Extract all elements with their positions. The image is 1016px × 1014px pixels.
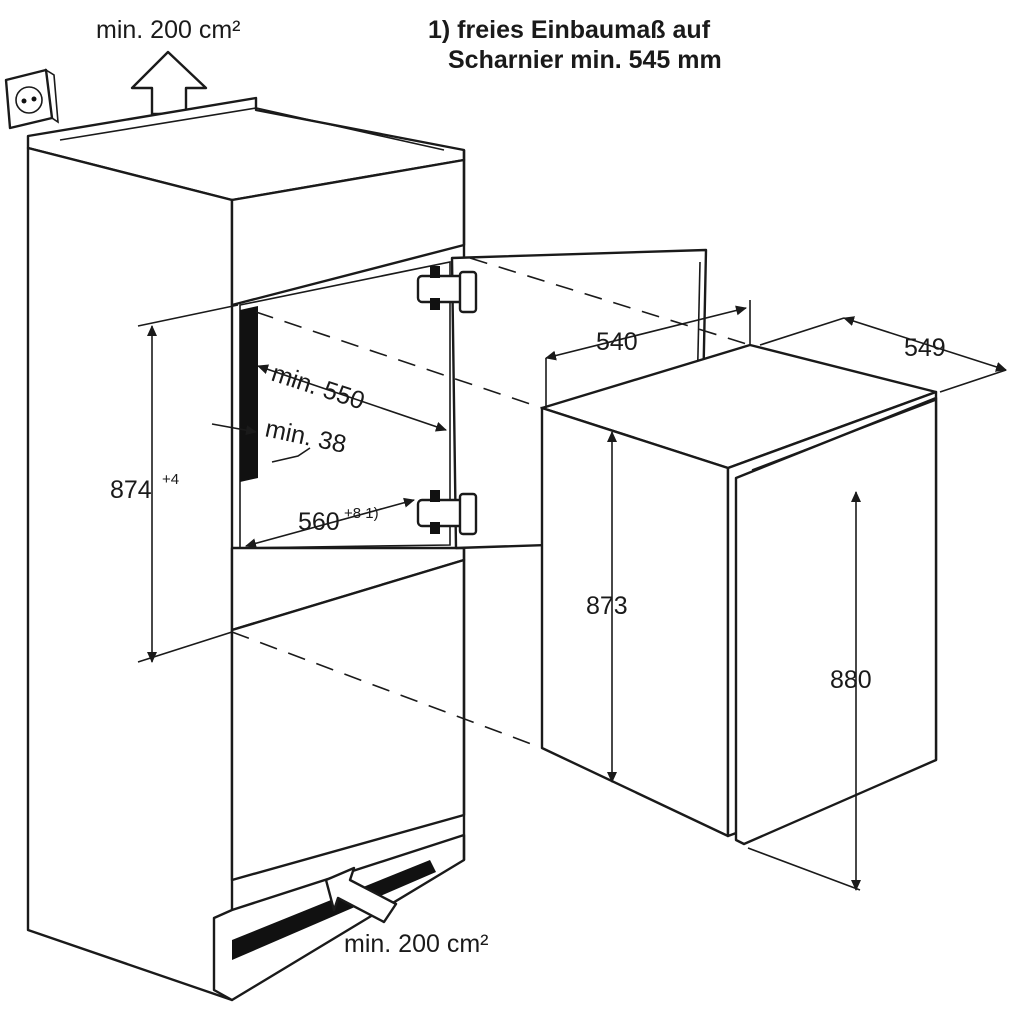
- gap-depth-label: min. 38: [263, 414, 349, 458]
- appliance: [540, 343, 938, 846]
- niche-height-tolerance: +4: [162, 471, 179, 488]
- appliance-width-label: 540: [596, 328, 638, 356]
- vent-bottom-label: min. 200 cm²: [344, 930, 488, 958]
- socket-icon: [4, 68, 59, 130]
- niche-width-label: 560: [298, 508, 340, 536]
- arrow-in-icon: [324, 866, 398, 924]
- footnote-line-2: Scharnier min. 545 mm: [448, 46, 722, 74]
- hinge-icon: [416, 266, 478, 314]
- footnote-line-1: 1) freies Einbaumaß auf: [428, 16, 711, 44]
- appliance-depth-label: 549: [904, 334, 946, 362]
- door-height-label: 880: [830, 666, 872, 694]
- appliance-height-label: 873: [586, 592, 628, 620]
- vent-top-label: min. 200 cm²: [96, 16, 240, 44]
- arrow-up-icon: [130, 50, 208, 116]
- hinge-icon-lower: [416, 490, 478, 536]
- dimension-lines: [137, 300, 1007, 891]
- niche-depth-label: min. 550: [268, 359, 368, 415]
- niche-height-label: 874: [110, 476, 152, 504]
- niche-width-tolerance: +8 1): [344, 505, 379, 522]
